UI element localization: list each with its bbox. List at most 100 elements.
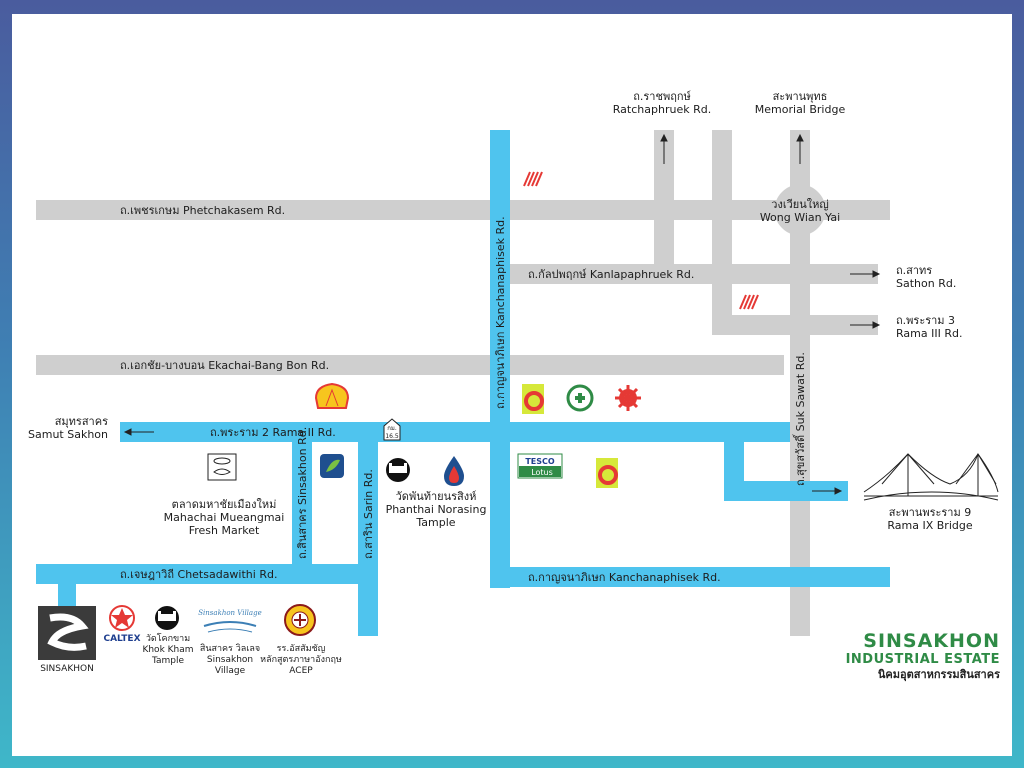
rama3-label: ถ.พระราม 3 Rama III Rd. [896, 314, 962, 340]
memorial-th: สะพานพุทธ [772, 90, 828, 103]
rama9-bridge-label: สะพานพระราม 9 Rama IX Bridge [870, 506, 990, 532]
village-logo-text: Sinsakhon Village [198, 609, 261, 617]
school-label: รร.อัสสัมชัญ หลักสูตรภาษาอังกฤษ ACEP [258, 644, 344, 677]
caltex-logo-icon [109, 605, 135, 631]
samut-en: Samut Sakhon [28, 428, 108, 441]
arrow-memorial-head [796, 133, 804, 142]
arrow-ratchaphruek-head [660, 133, 668, 142]
arrow-samut-sakhon-head [123, 428, 132, 436]
sinsakhon-logo [38, 606, 96, 660]
school-th1: รร.อัสสัมชัญ [276, 644, 326, 654]
ptt-station-icon [444, 456, 464, 486]
label-kanlapaphruek: ถ.กัลปพฤกษ์ Kanlapaphruek Rd. [528, 268, 694, 281]
khok-kham-temple-icon [155, 606, 179, 630]
label-kanchanaphisek-v: ถ.กาญจนาภิเษก Kanchanaphisek Rd. [494, 216, 507, 409]
lotus-label: Lotus [531, 468, 553, 477]
sinsakhon-logo-label: SINSAKHON [40, 664, 94, 674]
roundabout-wong-wian-yai [774, 184, 826, 236]
rama9-en: Rama IX Bridge [887, 519, 973, 532]
temple-icon [386, 458, 410, 482]
road-kanlapaphruek [504, 264, 878, 284]
industrial-estate-brand: SINSAKHON INDUSTRIAL ESTATE นิคมอุตสาหกร… [846, 630, 1000, 682]
khok-kham-label: วัดโคกขาม Khok Kham Tample [138, 634, 198, 667]
brand-line1: SINSAKHON [863, 630, 1000, 652]
tesco-label: TESCO [525, 457, 555, 466]
road-ekachai [36, 355, 784, 375]
sathon-label: ถ.สาทร Sathon Rd. [896, 264, 956, 290]
memorial-en: Memorial Bridge [754, 103, 846, 116]
temple-en2: Tample [416, 516, 456, 529]
wongwian-en: Wong Wian Yai [759, 211, 841, 224]
ptt-logo-right-icon [739, 294, 759, 310]
market-en1: Mahachai Mueangmai [163, 511, 285, 524]
khokkham-th: วัดโคกขาม [145, 634, 191, 644]
arrow-sathon-head [872, 270, 881, 278]
school-en: ACEP [289, 666, 313, 676]
arrow-rama3-head [872, 321, 881, 329]
road-ratchaphruek-left [654, 130, 674, 284]
market-th: ตลาดมหาชัยเมืองใหม่ [171, 498, 277, 511]
khokkham-en1: Khok Kham [142, 645, 194, 655]
km-marker-label: กม. [387, 425, 397, 432]
road-suk-sawat [790, 290, 810, 636]
road-rama2 [120, 422, 790, 442]
brand-line2: INDUSTRIAL ESTATE [845, 652, 1000, 667]
ptt-logo-top-icon [522, 170, 546, 188]
label-chetsadawithi: ถ.เจษฎาวิถี Chetsadawithi Rd. [120, 568, 277, 581]
phanthai-temple-label: วัดพันท้ายนรสิงห์ Phanthai Norasing Tamp… [378, 490, 494, 529]
road-kanchanaphisek-horizontal [490, 567, 890, 587]
road-phetchakasem [36, 200, 890, 220]
red-cross-logo-icon [615, 385, 641, 411]
route-map: ถ.เพชรเกษม Phetchakasem Rd. ถ.เอกชัย-บาง… [36, 130, 999, 660]
rama3-en: Rama III Rd. [896, 327, 963, 340]
label-ekachai: ถ.เอกชัย-บางบอน Ekachai-Bang Bon Rd. [120, 359, 329, 372]
road-rama9-link [724, 481, 848, 501]
samut-sakhon-label: สมุทรสาคร Samut Sakhon [18, 415, 108, 441]
hospital-logo-icon [566, 384, 594, 412]
road-sarin [358, 442, 378, 636]
rama3-th: ถ.พระราม 3 [896, 314, 956, 327]
label-sinsakhon: ถ.สินสาคร Sinsakhon Rd. [296, 427, 309, 559]
temple-en1: Phanthai Norasing [385, 503, 487, 516]
caltex-label: CALTEX [103, 634, 141, 644]
label-sarin: ถ.สาริน Sarin Rd. [362, 469, 375, 559]
label-phetchakasem: ถ.เพชรเกษม Phetchakasem Rd. [120, 204, 285, 217]
shell-logo-icon [314, 382, 350, 409]
label-kanchanaphisek-h: ถ.กาญจนาภิเษก Kanchanaphisek Rd. [528, 571, 721, 584]
label-rama2: ถ.พระราม 2 Rama II Rd. [210, 426, 336, 439]
wong-wian-yai-label: วงเวียนใหญ่ Wong Wian Yai [746, 198, 854, 224]
market-en2: Fresh Market [188, 524, 260, 537]
fresh-market-icon [207, 453, 237, 481]
road-logo-stub [58, 584, 76, 612]
sathon-th: ถ.สาทร [896, 264, 933, 277]
label-suk-sawat: ถ.สุขสวัสดิ์ Suk Sawat Rd. [792, 352, 807, 486]
road-sinsakhon [292, 442, 312, 584]
samut-th: สมุทรสาคร [54, 415, 108, 428]
km-marker: กม. 16.5 [383, 418, 401, 441]
tesco-lotus-logo: TESCO Lotus [517, 453, 563, 479]
wongwian-th: วงเวียนใหญ่ [771, 198, 829, 211]
ratchaphruek-en: Ratchaphruek Rd. [612, 103, 712, 116]
assumption-school-seal-icon [284, 604, 316, 636]
temple-th: วัดพันท้ายนรสิงห์ [395, 490, 477, 503]
road-memorial [790, 130, 810, 290]
rama9-bridge-icon [863, 452, 999, 501]
school-th2: หลักสูตรภาษาอังกฤษ [260, 655, 342, 665]
village-label: สินสาคร วิลเลจ Sinsakhon Village [194, 644, 266, 677]
village-en2: Village [214, 666, 246, 676]
sinsakhon-village-logo: Sinsakhon Village [198, 609, 262, 633]
map-frame: ถ.เพชรเกษม Phetchakasem Rd. ถ.เอกชัย-บาง… [12, 14, 1012, 756]
bigc-logo-top-icon [522, 384, 544, 414]
memorial-bridge-label: สะพานพุทธ Memorial Bridge [748, 90, 852, 116]
fresh-market-label: ตลาดมหาชัยเมืองใหม่ Mahachai Mueangmai F… [162, 498, 286, 537]
ratchaphruek-label: ถ.ราชพฤกษ์ Ratchaphruek Rd. [608, 90, 716, 116]
ratchaphruek-th: ถ.ราชพฤกษ์ [633, 90, 691, 103]
brand-line3: นิคมอุตสาหกรรมสินสาคร [877, 668, 1000, 681]
rama9-th: สะพานพระราม 9 [888, 506, 972, 519]
sathon-en: Sathon Rd. [896, 277, 957, 290]
km-marker-value: 16.5 [385, 433, 399, 440]
road-kanchanaphisek-vertical [490, 130, 510, 588]
pttt-station-icon [320, 454, 344, 478]
road-ratchaphruek-right [712, 130, 732, 335]
village-th: สินสาคร วิลเลจ [199, 644, 261, 654]
